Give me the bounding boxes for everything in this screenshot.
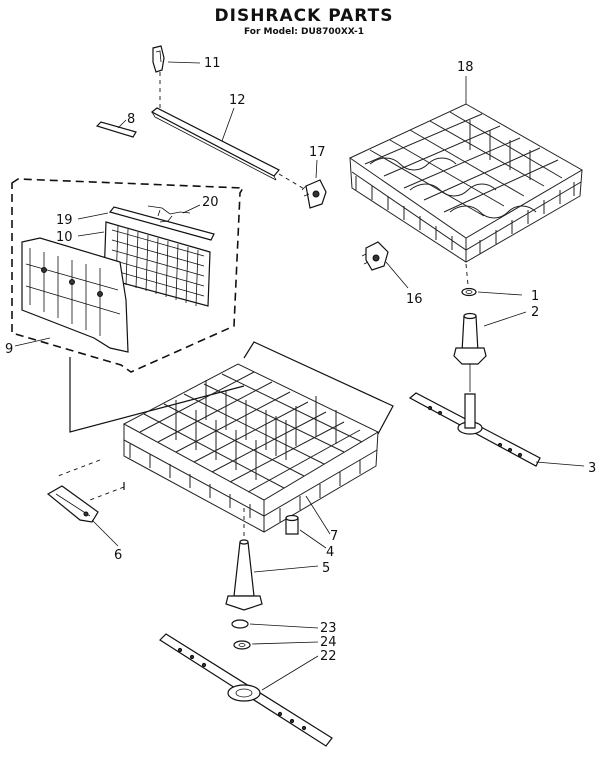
part-1-ring xyxy=(461,287,477,297)
axis-line-upper xyxy=(465,263,469,286)
callout-12: 12 xyxy=(221,93,246,142)
svg-text:8: 8 xyxy=(127,112,135,127)
svg-text:5: 5 xyxy=(322,561,330,576)
part-3-spray-arm xyxy=(408,392,541,467)
model-subtitle: For Model: DU8700XX-1 xyxy=(243,27,364,37)
svg-text:2: 2 xyxy=(531,305,539,320)
svg-text:6: 6 xyxy=(114,548,122,563)
page-title: DISHRACK PARTS xyxy=(214,6,394,26)
part-22-spray-arm xyxy=(159,633,333,747)
svg-text:16: 16 xyxy=(406,292,423,307)
callout-2: 2 xyxy=(483,305,539,327)
callout-9: 9 xyxy=(5,337,51,357)
callout-23: 23 xyxy=(249,621,337,636)
callout-11: 11 xyxy=(167,56,221,71)
callout-8: 8 xyxy=(117,112,135,129)
svg-text:19: 19 xyxy=(56,213,73,228)
part-7-lower-rack xyxy=(122,363,380,533)
callout-17: 17 xyxy=(309,145,326,179)
callout-4: 4 xyxy=(299,529,334,560)
callout-24: 24 xyxy=(251,635,337,650)
alignment-lines xyxy=(57,341,394,501)
part-11-clip xyxy=(152,45,165,108)
part-17-stop xyxy=(301,179,327,209)
callout-10: 10 xyxy=(56,230,105,245)
part-5-tube xyxy=(225,539,263,611)
svg-text:1: 1 xyxy=(531,289,539,304)
part-2-tube xyxy=(453,312,487,392)
part-18-upper-rack xyxy=(348,103,583,263)
svg-text:11: 11 xyxy=(204,56,221,71)
svg-text:4: 4 xyxy=(326,545,334,560)
part-16-clip xyxy=(361,241,389,271)
svg-text:17: 17 xyxy=(309,145,326,160)
part-12-rail xyxy=(150,107,307,191)
svg-text:10: 10 xyxy=(56,230,73,245)
part-8-strip xyxy=(95,121,137,138)
callout-1: 1 xyxy=(477,289,539,304)
callout-16: 16 xyxy=(385,261,423,307)
callout-19: 19 xyxy=(56,212,109,228)
svg-text:9: 9 xyxy=(5,342,13,357)
svg-text:24: 24 xyxy=(320,635,337,650)
callout-7: 7 xyxy=(305,495,338,544)
svg-text:3: 3 xyxy=(588,461,596,476)
svg-text:22: 22 xyxy=(320,649,337,664)
svg-text:23: 23 xyxy=(320,621,337,636)
part-9-panel xyxy=(21,237,129,353)
part-19-strip xyxy=(108,206,215,241)
callout-3: 3 xyxy=(535,461,596,476)
svg-text:12: 12 xyxy=(229,93,246,108)
callout-6: 6 xyxy=(91,519,122,563)
svg-text:18: 18 xyxy=(457,60,474,75)
part-23-ring xyxy=(231,619,249,629)
svg-text:20: 20 xyxy=(202,195,219,210)
dashed-assembly-box xyxy=(11,178,245,373)
callout-5: 5 xyxy=(253,561,330,576)
callout-18: 18 xyxy=(457,60,474,104)
part-20-clip xyxy=(147,205,191,223)
part-6-slide xyxy=(46,485,99,523)
svg-text:7: 7 xyxy=(330,529,338,544)
callout-20: 20 xyxy=(182,195,219,214)
callout-22: 22 xyxy=(261,649,337,691)
part-4-bushing xyxy=(285,514,299,535)
part-24-washer xyxy=(233,640,251,650)
